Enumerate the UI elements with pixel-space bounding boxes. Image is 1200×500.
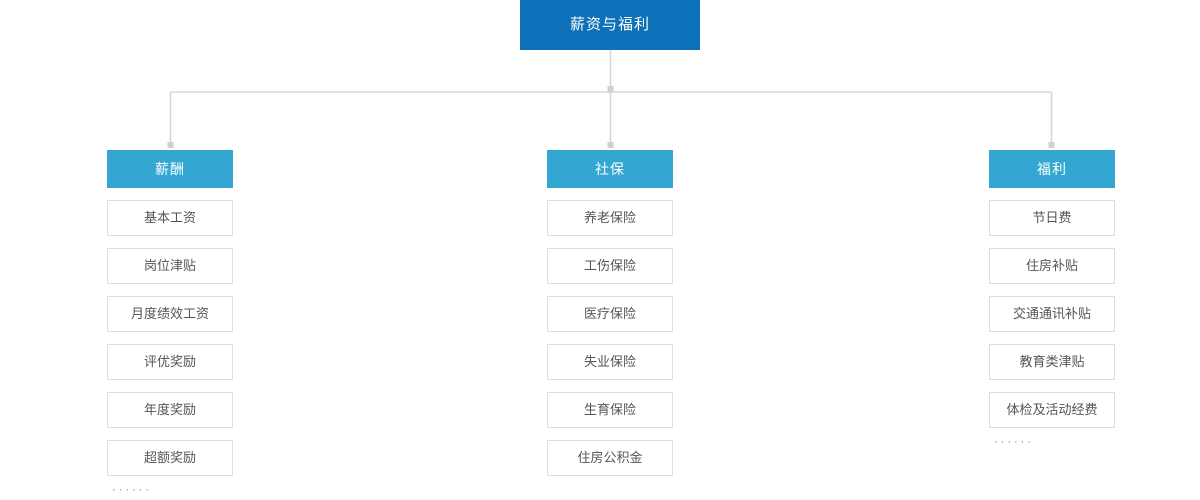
- leaf-item[interactable]: 失业保险: [547, 344, 673, 380]
- leaf-item[interactable]: 交通通讯补贴: [989, 296, 1115, 332]
- arrow-marker-root: [607, 86, 614, 92]
- branch-header-welfare[interactable]: 福利: [989, 150, 1115, 188]
- leaf-item[interactable]: 年度奖励: [107, 392, 233, 428]
- branch-column-compensation: 薪酬 基本工资 岗位津贴 月度绩效工资 评优奖励 年度奖励 超额奖励 ·····…: [107, 150, 233, 496]
- arrow-marker-social-insurance: [607, 142, 614, 148]
- leaf-item[interactable]: 住房公积金: [547, 440, 673, 476]
- leaf-item[interactable]: 工伤保险: [547, 248, 673, 284]
- branch-header-compensation[interactable]: 薪酬: [107, 150, 233, 188]
- leaf-item[interactable]: 超额奖励: [107, 440, 233, 476]
- branch-column-welfare: 福利 节日费 住房补贴 交通通讯补贴 教育类津贴 体检及活动经费 ······: [989, 150, 1115, 448]
- leaf-item[interactable]: 教育类津贴: [989, 344, 1115, 380]
- ellipsis-indicator: ······: [994, 436, 1034, 448]
- branch-column-social-insurance: 社保 养老保险 工伤保险 医疗保险 失业保险 生育保险 住房公积金: [547, 150, 673, 476]
- leaf-item[interactable]: 体检及活动经费: [989, 392, 1115, 428]
- arrow-marker-welfare: [1048, 142, 1055, 148]
- leaf-item[interactable]: 住房补贴: [989, 248, 1115, 284]
- leaf-item[interactable]: 岗位津贴: [107, 248, 233, 284]
- leaf-item[interactable]: 节日费: [989, 200, 1115, 236]
- root-node[interactable]: 薪资与福利: [520, 0, 700, 50]
- leaf-item[interactable]: 生育保险: [547, 392, 673, 428]
- arrow-marker-compensation: [167, 142, 174, 148]
- ellipsis-indicator: ······: [112, 484, 152, 496]
- leaf-item[interactable]: 养老保险: [547, 200, 673, 236]
- leaf-item[interactable]: 基本工资: [107, 200, 233, 236]
- leaf-item[interactable]: 月度绩效工资: [107, 296, 233, 332]
- connector-arrow-markers: [167, 86, 1055, 148]
- leaf-item[interactable]: 评优奖励: [107, 344, 233, 380]
- branch-header-social-insurance[interactable]: 社保: [547, 150, 673, 188]
- leaf-item[interactable]: 医疗保险: [547, 296, 673, 332]
